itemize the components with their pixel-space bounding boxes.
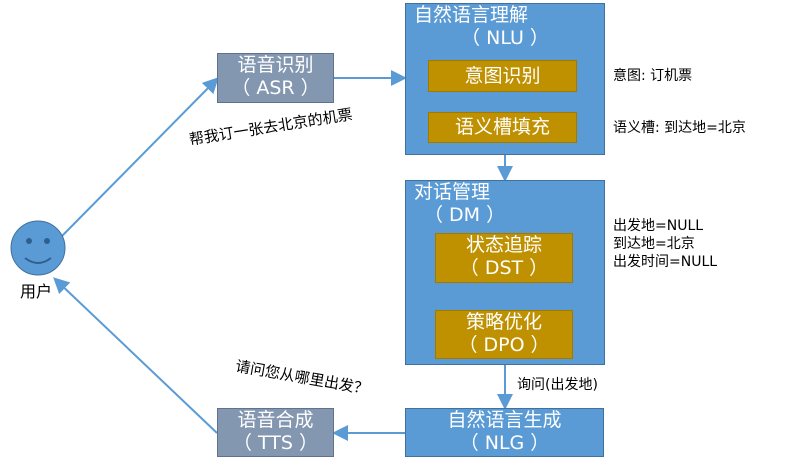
state-line-3: 出发时间=NULL <box>613 254 718 270</box>
arrow-user-to-asr <box>61 77 219 237</box>
action-label: 询问(出发地) <box>517 377 598 393</box>
nlg-abbr: （ NLG ） <box>459 432 550 454</box>
nlu-abbr: （ NLU ） <box>461 27 549 49</box>
arrow-tts-to-user <box>53 277 218 434</box>
tts-title: 语音合成 <box>237 409 314 431</box>
slot-label: 语义槽: 到达地=北京 <box>613 120 746 136</box>
dpo-title: 策略优化 <box>465 311 542 333</box>
dm-title: 对话管理 <box>414 181 491 203</box>
nlg-box: 自然语言生成 （ NLG ） <box>405 408 604 457</box>
asr-box: 语音识别 （ ASR ） <box>217 53 334 103</box>
user-label: 用户 <box>20 282 53 301</box>
dpo-box: 策略优化 （ DPO ） <box>435 310 573 359</box>
tts-box: 语音合成 （ TTS ） <box>217 408 334 457</box>
intent-label: 意图: 订机票 <box>613 68 693 84</box>
state-line-1: 出发地=NULL <box>613 218 704 234</box>
dst-title: 状态追踪 <box>465 234 542 256</box>
intent-recognition-box: 意图识别 <box>428 60 577 92</box>
dst-abbr: （ DST ） <box>459 257 549 279</box>
dst-box: 状态追踪 （ DST ） <box>435 233 573 283</box>
tts-abbr: （ TTS ） <box>232 432 319 454</box>
state-line-2: 到达地=北京 <box>613 236 695 252</box>
asr-abbr: （ ASR ） <box>231 77 320 99</box>
asr-title: 语音识别 <box>237 54 314 76</box>
nlg-title: 自然语言生成 <box>447 409 562 431</box>
slot-filling-box: 语义槽填充 <box>428 112 577 143</box>
nlu-title: 自然语言理解 <box>414 4 529 26</box>
dm-abbr: （ DM ） <box>424 204 506 226</box>
smiley-face-icon <box>10 220 66 276</box>
dpo-abbr: （ DPO ） <box>458 334 550 356</box>
